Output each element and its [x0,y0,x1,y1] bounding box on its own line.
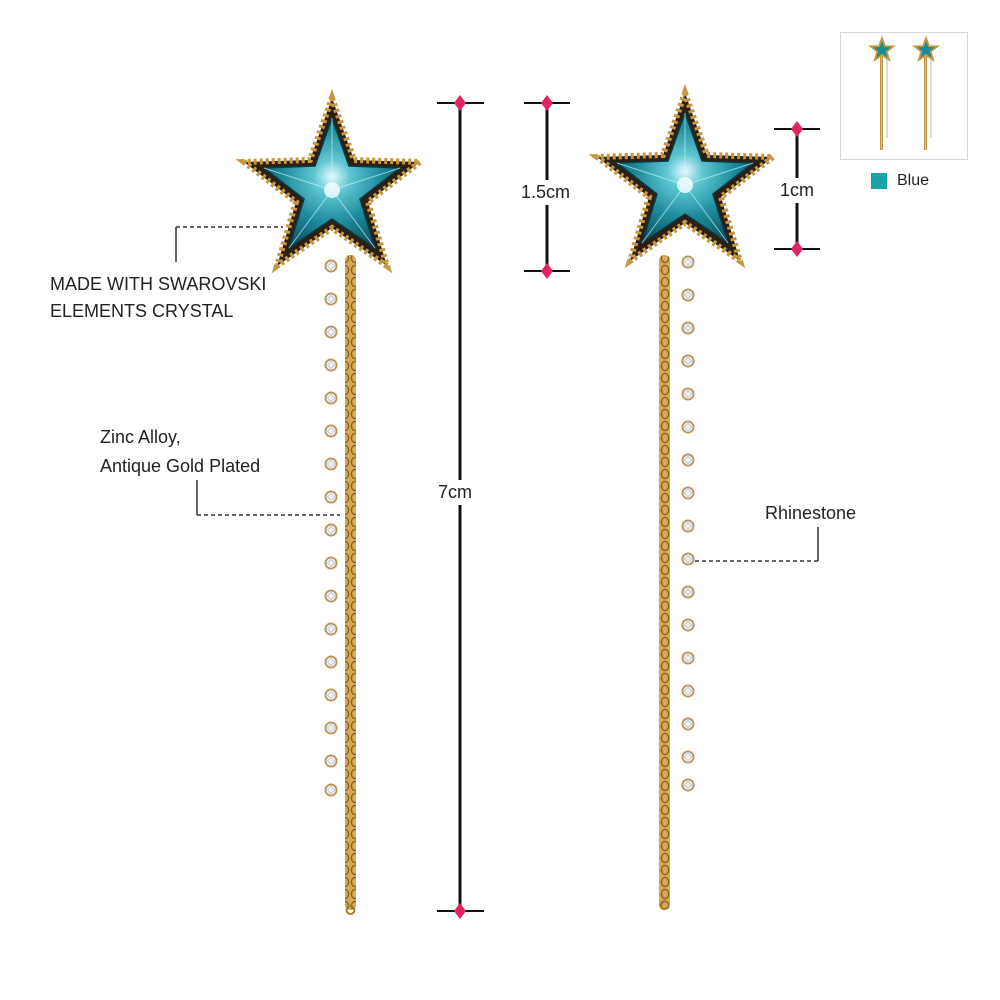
total-length-label: 7cm [438,481,473,503]
rhinestone-label: Rhinestone [765,503,857,523]
crystal-label-line2: ELEMENTS CRYSTAL [50,301,234,321]
right-rhinestone-strand [681,255,695,792]
crystal-callout-leader [175,226,283,262]
rhinestone-callout-leader [695,527,819,562]
left-earring [235,89,429,915]
color-swatch[interactable] [871,173,887,189]
right-chain-end [659,900,670,910]
alloy-label-line1: Zinc Alloy, [100,427,181,447]
total-length-dimension [437,95,484,919]
thumbnail-earrings [867,35,941,150]
color-option-label: Blue [897,172,930,189]
alloy-label-line2: Antique Gold Plated [100,456,261,476]
left-star-stud [235,89,429,274]
right-star-stud [588,84,782,269]
left-chain-end [345,905,356,915]
left-star-dimension [524,95,570,279]
left-chain-long [345,255,356,910]
left-rhinestone-strand [324,259,338,797]
crystal-label-line1: MADE WITH SWAROVSKI [50,274,267,294]
left-star-height-label: 1.5cm [521,181,571,203]
product-thumbnail-frame[interactable] [840,32,968,160]
right-star-height-label: 1cm [780,179,815,201]
alloy-callout-leader [196,480,340,516]
right-earring [588,84,782,910]
right-star-dimension [774,121,820,257]
right-chain-long [659,255,670,910]
